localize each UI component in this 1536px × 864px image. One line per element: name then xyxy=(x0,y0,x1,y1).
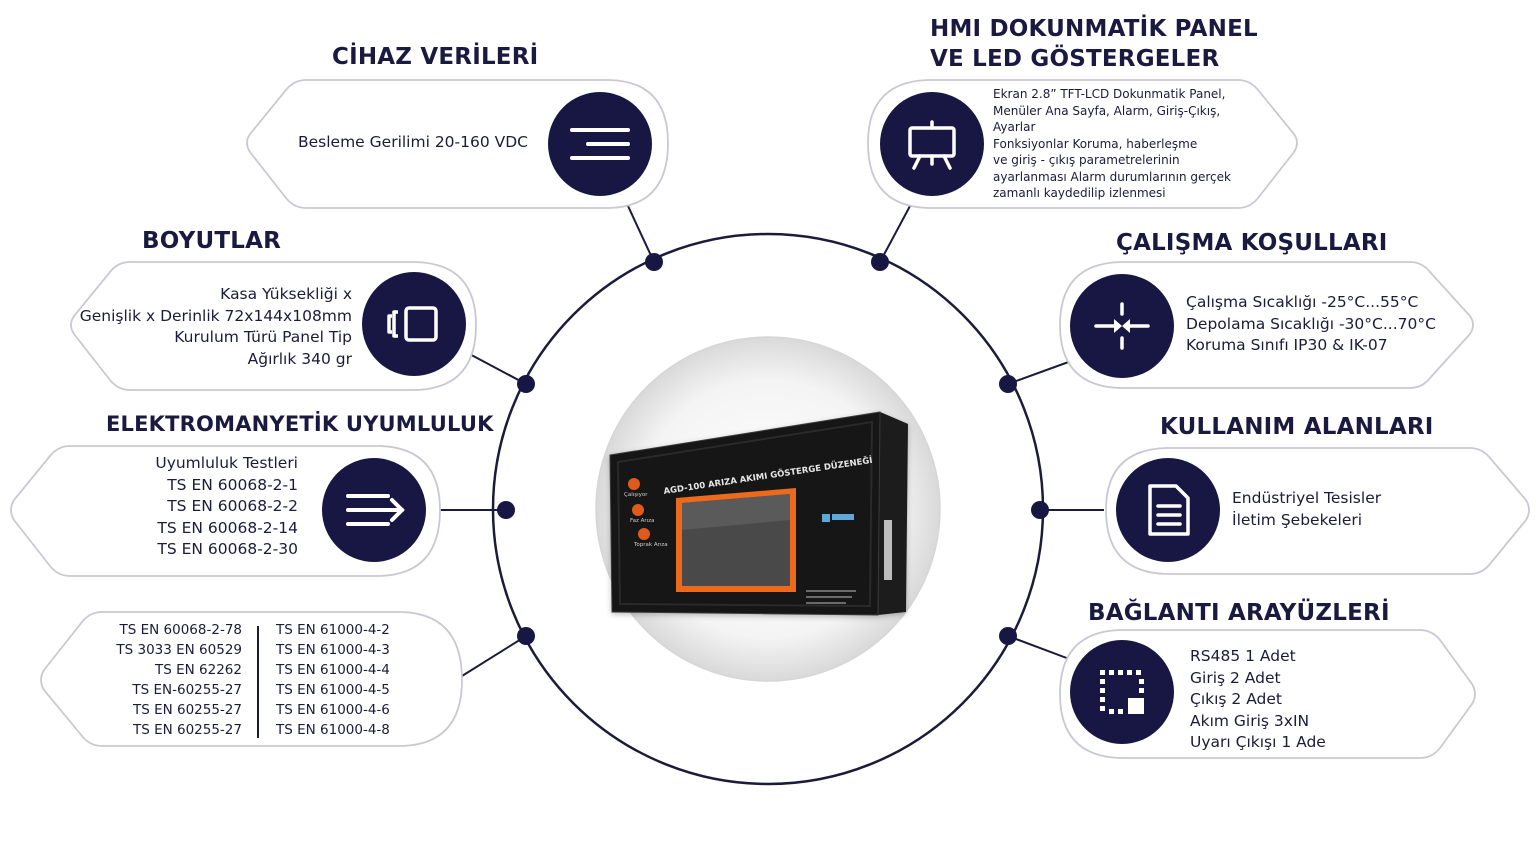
section-title-hmi-2: VE LED GÖSTERGELER xyxy=(930,46,1220,72)
boyutlar-text: Kasa Yüksekliği x Genişlik x Derinlik 72… xyxy=(79,285,352,368)
lines-icon xyxy=(548,92,652,196)
device-led1-label: Çalışıyor xyxy=(624,492,648,498)
section-title-calisma: ÇALIŞMA KOŞULLARI xyxy=(1116,230,1388,256)
hmi-text: Ekran 2.8” TFT-LCD Dokunmatik Panel, Men… xyxy=(993,87,1231,200)
cihaz-text: Besleme Gerilimi 20-160 VDC xyxy=(298,133,529,151)
device-led3-label: Toprak Arıza xyxy=(633,542,668,548)
calisma-text: Çalışma Sıcaklığı -25°C...55°C Depolama … xyxy=(1186,293,1436,354)
connector-dots xyxy=(497,253,1049,645)
arrow-lines-icon xyxy=(322,458,426,562)
section-title-baglanti: BAĞLANTI ARAYÜZLERİ xyxy=(1088,600,1390,626)
baglanti-text: RS485 1 Adet Giriş 2 Adet Çıkış 2 Adet A… xyxy=(1190,647,1326,751)
standards-left: TS EN 60068-2-78 TS 3033 EN 60529 TS EN … xyxy=(116,622,242,738)
section-title-kullanim: KULLANIM ALANLARI xyxy=(1160,414,1434,440)
dimensions-icon xyxy=(362,272,466,376)
section-title-hmi-1: HMI DOKUNMATİK PANEL xyxy=(930,16,1258,42)
emc-text: Uyumluluk Testleri TS EN 60068-2-1 TS EN… xyxy=(155,454,298,558)
device-led2-label: Faz Arıza xyxy=(630,518,654,524)
section-title-emc: ELEKTROMANYETİK UYUMLULUK xyxy=(106,412,494,436)
standards-divider xyxy=(257,626,259,738)
dotted-square-icon xyxy=(1070,640,1174,744)
section-title-boyutlar: BOYUTLAR xyxy=(142,228,282,254)
compress-arrows-icon xyxy=(1070,274,1174,378)
easel-icon xyxy=(880,92,984,196)
document-icon xyxy=(1116,458,1220,562)
device-illustration xyxy=(609,411,908,616)
section-title-cihaz: CİHAZ VERİLERİ xyxy=(332,44,539,70)
kullanim-text: Endüstriyel Tesisler İletim Şebekeleri xyxy=(1232,489,1382,529)
standards-right: TS EN 61000-4-2 TS EN 61000-4-3 TS EN 61… xyxy=(276,622,390,738)
